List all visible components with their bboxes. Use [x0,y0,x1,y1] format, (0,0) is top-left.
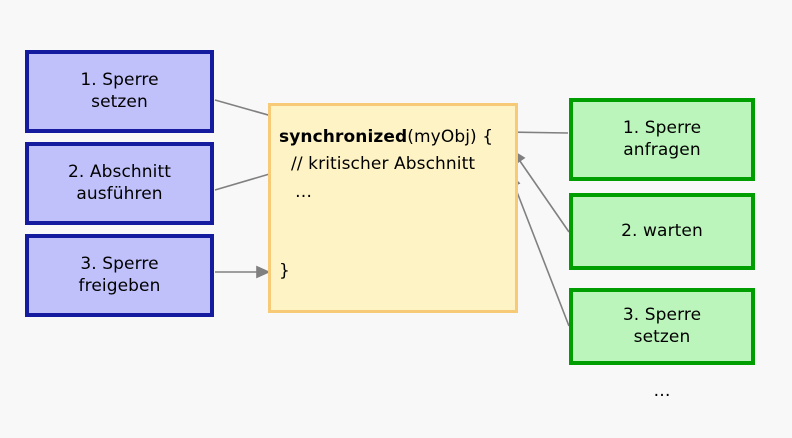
lock-box-warten[interactable]: 2. warten [569,193,755,270]
step-box-line2: ausführen [76,183,163,204]
code-line-synchronized-rest: (myObj) { [407,127,494,147]
step-box-line1: 3. Sperre [80,253,159,274]
step-box-line2: setzen [91,91,148,112]
step-box-sperre-setzen[interactable]: 1. Sperre setzen [25,50,214,133]
code-keyword-synchronized: synchronized [279,127,408,147]
code-line-comment: // kritischer Abschnitt [291,154,476,174]
lock-box-sperre-setzen[interactable]: 3. Sperre setzen [569,288,755,365]
lock-box-line2: setzen [633,326,691,347]
step-box-abschnitt-ausfuehren[interactable]: 2. Abschnitt ausführen [25,142,214,225]
arrow-warten-to-synchronized [512,149,570,233]
code-line-closing-brace: } [279,261,290,281]
step-box-line1: 1. Sperre [80,69,159,90]
step-box-sperre-freigeben[interactable]: 3. Sperre freigeben [25,234,214,317]
arrow-sperre-setzen-right-to-synchronized [508,172,570,327]
code-line-synchronized: synchronized(myObj) { [279,127,493,147]
lock-box-line1: 2. warten [621,220,703,241]
code-block: synchronized(myObj) { // kritischer Absc… [268,103,518,313]
step-box-line1: 2. Abschnitt [67,161,172,182]
code-line-ellipsis: … [295,182,313,202]
lock-box-line1: 1. Sperre [622,117,702,138]
lock-steps-continuation: … [653,381,671,401]
lock-box-line2: anfragen [623,139,701,160]
step-box-line2: freigeben [78,275,161,296]
lock-box-sperre-anfragen[interactable]: 1. Sperre anfragen [569,98,755,181]
lock-box-line1: 3. Sperre [622,304,702,325]
